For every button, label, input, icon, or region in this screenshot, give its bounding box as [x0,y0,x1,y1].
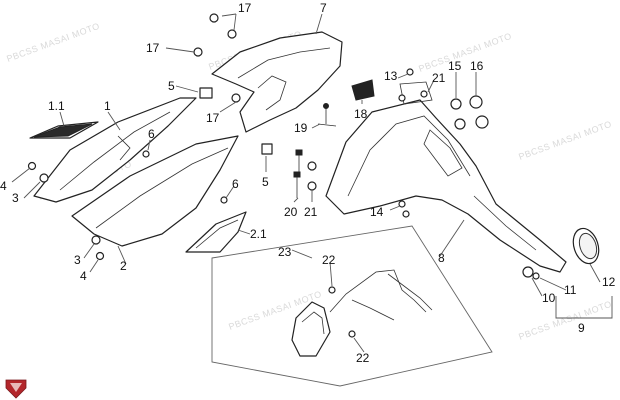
part-7-opening [257,75,287,111]
screw-22-b [348,330,356,338]
bolt-19 [317,108,337,127]
watermark: PBCSS MASAI MOTO [417,31,513,74]
callout-2-1: 2.1 [250,227,267,241]
nut-16 [469,95,483,109]
callout-5: 5 [168,79,175,93]
screw-14-b [402,210,410,218]
wire-harness-c [351,299,395,321]
callout-4: 4 [0,179,7,193]
callout-9: 9 [578,321,585,335]
callout-13: 13 [384,69,398,83]
screw-17-d [231,93,241,103]
part-7-crease [237,47,331,79]
screw-4-b [95,251,105,261]
washer-3-b [91,235,101,245]
washer-21-lower [307,181,317,191]
washer-11 [532,272,540,280]
part-18-grommet [351,79,375,101]
callout-21: 21 [432,71,446,85]
callout-1: 1 [104,99,111,113]
nut-16-lower [475,115,489,129]
callout-6: 6 [148,127,155,141]
callout-22: 22 [322,253,336,267]
callout-17: 17 [146,41,160,55]
bolt-20-head-top [295,149,303,156]
callout-6: 6 [232,177,239,191]
callout-3: 3 [12,191,19,205]
screw-22-a [328,286,336,294]
callout-1-1: 1.1 [48,99,65,113]
washer-21 [307,161,317,171]
callout-19: 19 [294,121,308,135]
wire-harness-b [387,273,433,311]
callout-12: 12 [602,275,616,289]
screw-17-a [209,13,219,23]
callout-15: 15 [448,59,462,73]
washer-15-lower [454,118,466,130]
callout-8: 8 [438,251,445,265]
washer-3-a [39,173,49,183]
screw-6-a [142,150,150,158]
callout-17: 17 [238,1,252,15]
part-1-crease [59,111,171,191]
part-8-rear-frame [325,99,567,273]
callout-20: 20 [284,205,298,219]
callout-23: 23 [278,245,292,259]
screw-13 [406,68,414,76]
callout-7: 7 [320,1,327,15]
callout-3: 3 [74,253,81,267]
wiring-region-outline [211,225,493,387]
watermark: PBCSS MASAI MOTO [517,119,613,162]
callout-18: 18 [354,107,368,121]
part-8-cutout [423,129,463,177]
screw-14-a [398,200,406,208]
brand-emblem [5,379,27,399]
screw-6-b [220,196,228,204]
callout-21: 21 [304,205,318,219]
screw-17-c [193,47,203,57]
part-1-detail [117,135,131,161]
callout-22: 22 [356,351,370,365]
part-2-side-panel [71,135,239,247]
nut-10 [522,266,534,278]
part-2-1-crease [195,219,239,249]
part-2-crease [95,147,229,229]
screw-21 [420,90,428,98]
part-1-side-cover [33,97,197,203]
callout-2: 2 [120,259,127,273]
screw-4-a [27,161,37,171]
part-8-rib [473,195,537,251]
watermark: PBCSS MASAI MOTO [5,21,101,64]
callout-17: 17 [206,111,220,125]
screw-21b [398,94,406,102]
clip-5-top [199,87,213,99]
callout-10: 10 [542,291,556,305]
callout-16: 16 [470,59,484,73]
emblem-mark [10,383,22,392]
part-8-crease [347,115,471,197]
callout-14: 14 [370,205,384,219]
part-2-1-panel [185,211,247,253]
callout-11: 11 [564,283,577,297]
wire-harness [329,269,427,313]
part-23-lamp-detail [301,311,325,335]
leader-lines [11,13,601,353]
screw-17-b [227,29,237,39]
part-7-rear-fender [211,31,343,133]
bracket-9 [555,296,613,319]
callout-4: 4 [80,269,87,283]
clip-5-mid [261,143,273,155]
washer-15 [450,98,462,110]
part-12-reflector-lens [578,232,598,260]
part-23-license-lamp [291,301,331,357]
part-1-1-sticker [33,123,93,138]
watermark: PBCSS MASAI MOTO [517,299,613,342]
callout-labels: 17 7 17 5 1.1 1 6 17 13 21 15 16 18 19 4… [0,1,616,365]
callout-5: 5 [262,175,269,189]
bolt-20-head [293,171,301,178]
bolt-19-head [323,103,329,109]
